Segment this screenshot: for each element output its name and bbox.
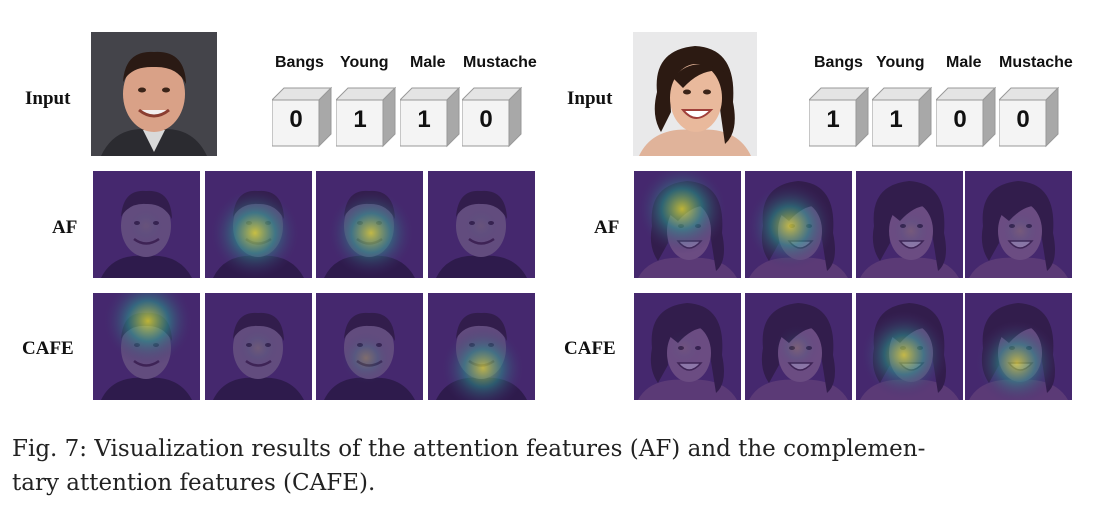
- af-heatmap-thumb: [965, 171, 1072, 278]
- cafe-row-label: CAFE: [564, 338, 616, 359]
- attribute-label-mustache: Mustache: [999, 54, 1073, 71]
- attribute-value: 0: [289, 106, 303, 133]
- input-row-label: Input: [567, 88, 613, 109]
- attribute-value: 1: [417, 106, 431, 133]
- cafe-heatmap-thumb: [93, 293, 200, 400]
- attribute-label-male: Male: [410, 54, 446, 71]
- cafe-heatmap-thumb: [745, 293, 852, 400]
- attribute-value-cube: 0: [462, 86, 522, 148]
- attribute-value-cube: 0: [936, 86, 996, 148]
- attribute-label-bangs: Bangs: [275, 54, 324, 71]
- af-heatmap-thumb: [856, 171, 963, 278]
- attribute-value: 1: [353, 106, 367, 133]
- attribute-value: 1: [889, 106, 903, 133]
- attribute-value: 0: [1016, 106, 1030, 133]
- attribute-label-young: Young: [340, 54, 389, 71]
- figure-panel-right: Input Bangs Young Male Mustache 1 1 0 0 …: [552, 0, 1104, 410]
- af-heatmap-thumb: [205, 171, 312, 278]
- figure-caption: Fig. 7: Visualization results of the att…: [12, 432, 1097, 500]
- attribute-label-male: Male: [946, 54, 982, 71]
- figure-panel-left: Input Bangs Young Male Mustache 0 1 1 0 …: [0, 0, 552, 410]
- caption-line: tary attention features (CAFE).: [12, 470, 376, 496]
- af-heatmap-thumb: [316, 171, 423, 278]
- attribute-value-cube: 1: [336, 86, 396, 148]
- input-photo-woman: [633, 32, 757, 156]
- attribute-value: 0: [953, 106, 967, 133]
- attribute-label-bangs: Bangs: [814, 54, 863, 71]
- af-heatmap-thumb: [428, 171, 535, 278]
- input-photo-man: [91, 32, 217, 156]
- af-heatmap-thumb: [93, 171, 200, 278]
- cafe-heatmap-thumb: [428, 293, 535, 400]
- cafe-heatmap-thumb: [965, 293, 1072, 400]
- attribute-label-young: Young: [876, 54, 925, 71]
- attribute-value-cube: 1: [400, 86, 460, 148]
- attribute-value-cube: 0: [999, 86, 1059, 148]
- cafe-heatmap-thumb: [634, 293, 741, 400]
- attribute-value-cube: 1: [872, 86, 932, 148]
- caption-line: Fig. 7: Visualization results of the att…: [12, 436, 926, 462]
- attribute-value: 0: [479, 106, 493, 133]
- attribute-value-cube: 0: [272, 86, 332, 148]
- cafe-row-label: CAFE: [22, 338, 74, 359]
- cafe-heatmap-thumb: [316, 293, 423, 400]
- af-heatmap-thumb: [634, 171, 741, 278]
- cafe-heatmap-thumb: [205, 293, 312, 400]
- cafe-heatmap-thumb: [856, 293, 963, 400]
- af-row-label: AF: [52, 217, 78, 238]
- af-heatmap-thumb: [745, 171, 852, 278]
- attribute-value-cube: 1: [809, 86, 869, 148]
- attribute-label-mustache: Mustache: [463, 54, 537, 71]
- input-row-label: Input: [25, 88, 71, 109]
- attribute-value: 1: [826, 106, 840, 133]
- af-row-label: AF: [594, 217, 620, 238]
